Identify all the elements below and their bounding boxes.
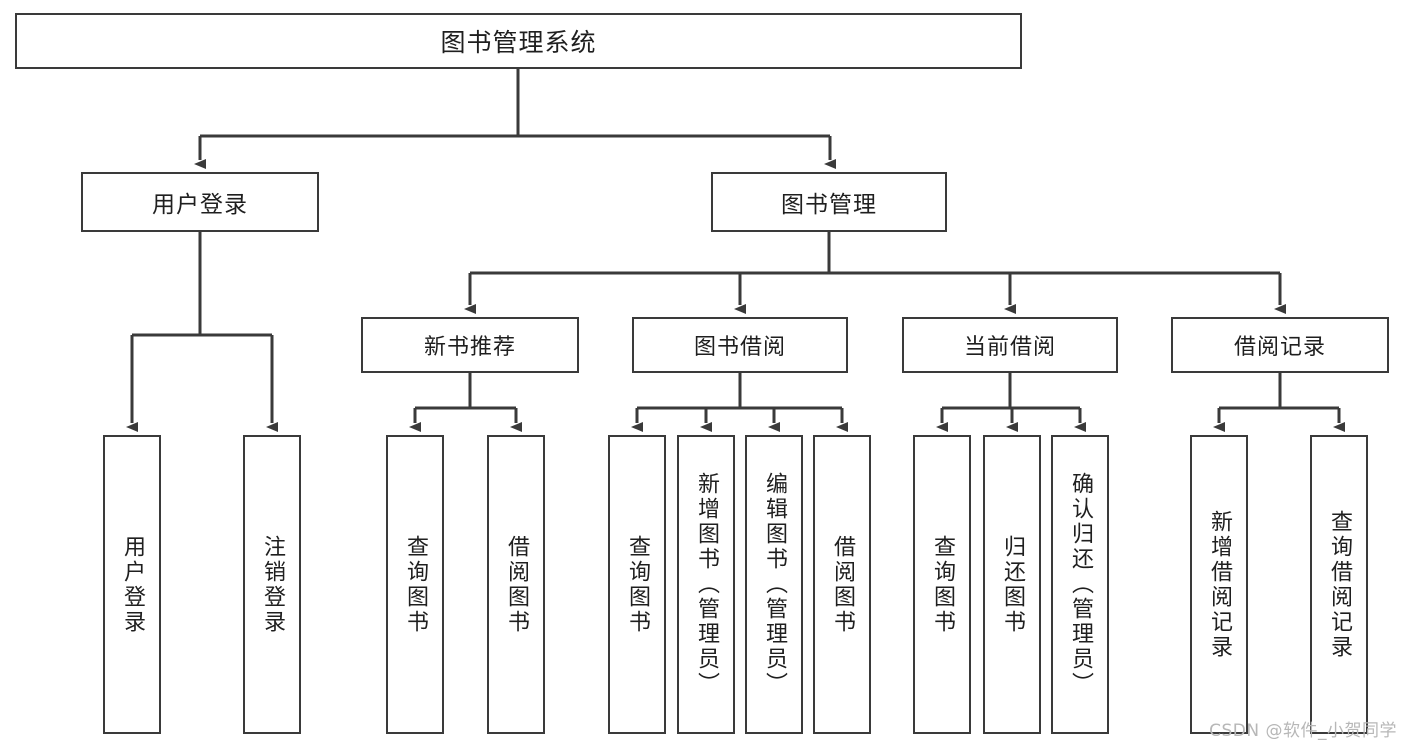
node-new-book-rec-label: 新书推荐	[423, 335, 516, 360]
node-leaf-rec-query-label: 查询图书	[403, 534, 428, 635]
node-book-manage-label: 图书管理	[781, 192, 877, 218]
node-borrow-record-label: 借阅记录	[1233, 335, 1326, 360]
node-leaf-borrow-lend-label: 借阅图书	[830, 534, 855, 635]
node-leaf-cur-query-label: 查询图书	[930, 534, 955, 635]
node-leaf-cur-query[interactable]: 查询图书	[913, 435, 971, 734]
node-new-book-rec[interactable]: 新书推荐	[361, 317, 579, 373]
node-leaf-user-login[interactable]: 用户登录	[103, 435, 161, 734]
node-leaf-cur-confirm-label: 确认归还（管理员）	[1068, 472, 1093, 697]
node-leaf-borrow-add-label: 新增图书（管理员）	[694, 472, 719, 697]
node-leaf-borrow-query[interactable]: 查询图书	[608, 435, 666, 734]
node-leaf-rec-borrow-label: 借阅图书	[504, 534, 529, 635]
node-leaf-borrow-query-label: 查询图书	[625, 534, 650, 635]
node-book-manage[interactable]: 图书管理	[711, 172, 947, 232]
node-root-label: 图书管理系统	[440, 28, 597, 57]
node-leaf-cur-return-label: 归还图书	[1000, 534, 1025, 635]
node-leaf-rec-query-rec-label: 查询借阅记录	[1327, 509, 1352, 660]
node-leaf-borrow-edit-label: 编辑图书（管理员）	[762, 472, 787, 697]
node-current-borrow[interactable]: 当前借阅	[902, 317, 1118, 373]
node-root[interactable]: 图书管理系统	[15, 13, 1022, 69]
node-leaf-rec-borrow[interactable]: 借阅图书	[487, 435, 545, 734]
watermark: CSDN @软件_小贺同学	[1209, 721, 1397, 741]
node-leaf-borrow-edit[interactable]: 编辑图书（管理员）	[745, 435, 803, 734]
node-book-borrow[interactable]: 图书借阅	[632, 317, 848, 373]
node-leaf-user-logout[interactable]: 注销登录	[243, 435, 301, 734]
node-leaf-rec-query[interactable]: 查询图书	[386, 435, 444, 734]
node-current-borrow-label: 当前借阅	[963, 335, 1056, 360]
node-user-login[interactable]: 用户登录	[81, 172, 319, 232]
node-leaf-borrow-lend[interactable]: 借阅图书	[813, 435, 871, 734]
node-leaf-borrow-add[interactable]: 新增图书（管理员）	[677, 435, 735, 734]
node-leaf-cur-confirm[interactable]: 确认归还（管理员）	[1051, 435, 1109, 734]
node-user-login-label: 用户登录	[152, 192, 248, 218]
node-leaf-rec-add-label: 新增借阅记录	[1207, 509, 1232, 660]
node-leaf-rec-query-rec[interactable]: 查询借阅记录	[1310, 435, 1368, 734]
node-borrow-record[interactable]: 借阅记录	[1171, 317, 1389, 373]
node-leaf-user-login-label: 用户登录	[120, 534, 145, 635]
node-leaf-rec-add[interactable]: 新增借阅记录	[1190, 435, 1248, 734]
node-book-borrow-label: 图书借阅	[693, 335, 786, 360]
node-leaf-user-logout-label: 注销登录	[260, 534, 285, 635]
node-leaf-cur-return[interactable]: 归还图书	[983, 435, 1041, 734]
